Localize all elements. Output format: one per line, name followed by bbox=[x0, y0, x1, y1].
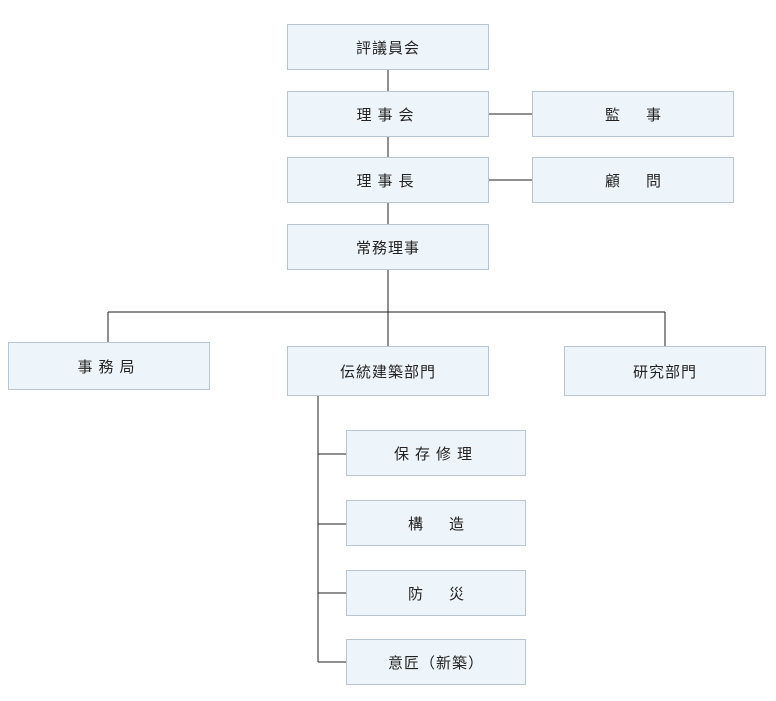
node-label: 意匠（新築） bbox=[387, 653, 484, 672]
node-jomu-riji: 常務理事 bbox=[287, 224, 489, 270]
node-label: 理事長 bbox=[356, 171, 420, 190]
node-label: 顧問 bbox=[604, 171, 687, 190]
node-label: 常務理事 bbox=[355, 238, 420, 257]
node-hyogiinkai: 評議員会 bbox=[287, 24, 489, 70]
node-rijicho: 理事長 bbox=[287, 157, 489, 203]
node-kozo: 構造 bbox=[346, 500, 526, 546]
node-kanji: 監事 bbox=[532, 91, 734, 137]
node-bosai: 防災 bbox=[346, 570, 526, 616]
node-komon: 顧問 bbox=[532, 157, 734, 203]
node-label: 防災 bbox=[407, 584, 490, 603]
node-label: 保存修理 bbox=[393, 444, 478, 463]
node-label: 伝統建築部門 bbox=[339, 362, 436, 381]
node-isho: 意匠（新築） bbox=[346, 639, 526, 685]
node-kenkyu: 研究部門 bbox=[564, 346, 766, 396]
node-label: 評議員会 bbox=[355, 38, 420, 57]
node-label: 理事会 bbox=[356, 105, 420, 124]
node-label: 構造 bbox=[407, 514, 490, 533]
node-jimukyoku: 事務局 bbox=[8, 342, 210, 390]
node-dento-kenchiku: 伝統建築部門 bbox=[287, 346, 489, 396]
node-label: 事務局 bbox=[77, 357, 141, 376]
node-label: 監事 bbox=[604, 105, 687, 124]
node-rijikai: 理事会 bbox=[287, 91, 489, 137]
node-hozon-shuri: 保存修理 bbox=[346, 430, 526, 476]
node-label: 研究部門 bbox=[632, 362, 697, 381]
